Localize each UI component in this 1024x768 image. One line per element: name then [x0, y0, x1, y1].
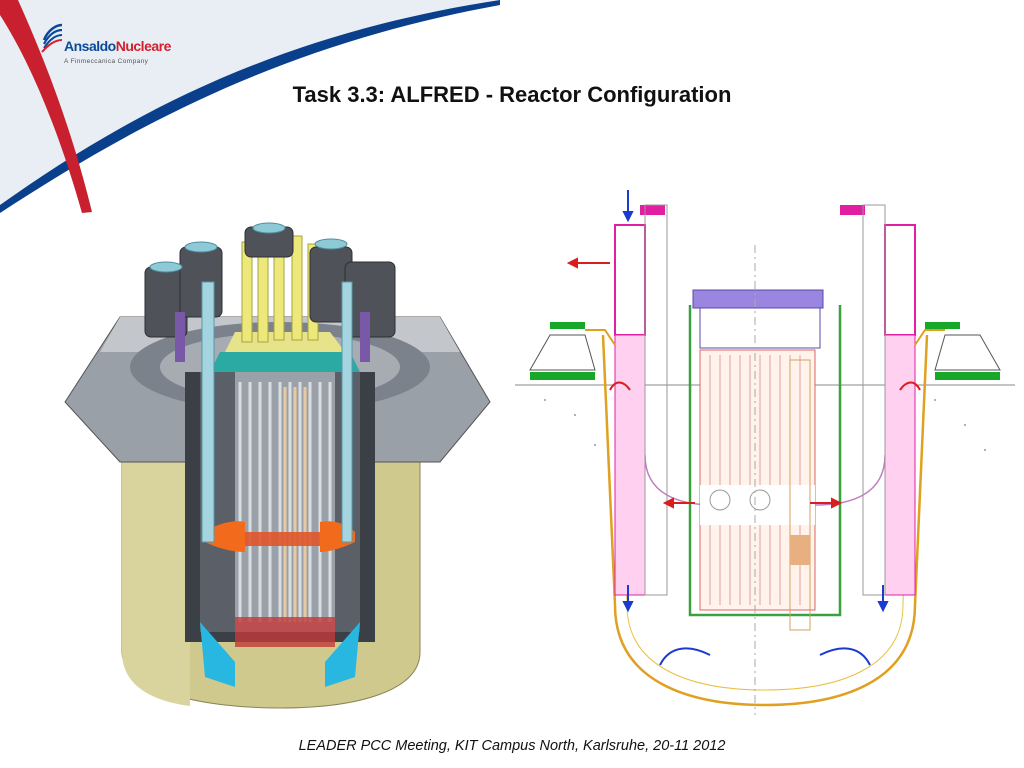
logo-brand-ansaldo: Ansaldo [64, 38, 116, 54]
logo-emblem-icon [41, 23, 63, 53]
slide-footer: LEADER PCC Meeting, KIT Campus North, Ka… [298, 738, 726, 754]
ansaldo-nucleare-logo: AnsaldoNucleare A Finmeccanica Company [40, 18, 180, 74]
logo-tagline: A Finmeccanica Company [64, 58, 149, 65]
reactor-cross-section-schematic [515, 190, 1015, 715]
corner-swoosh-decoration [0, 0, 500, 213]
slide-title: Task 3.3: ALFRED - Reactor Configuration [292, 82, 732, 107]
logo-brand-nucleare: Nucleare [115, 38, 172, 54]
reactor-3d-cutaway-image [64, 222, 491, 709]
